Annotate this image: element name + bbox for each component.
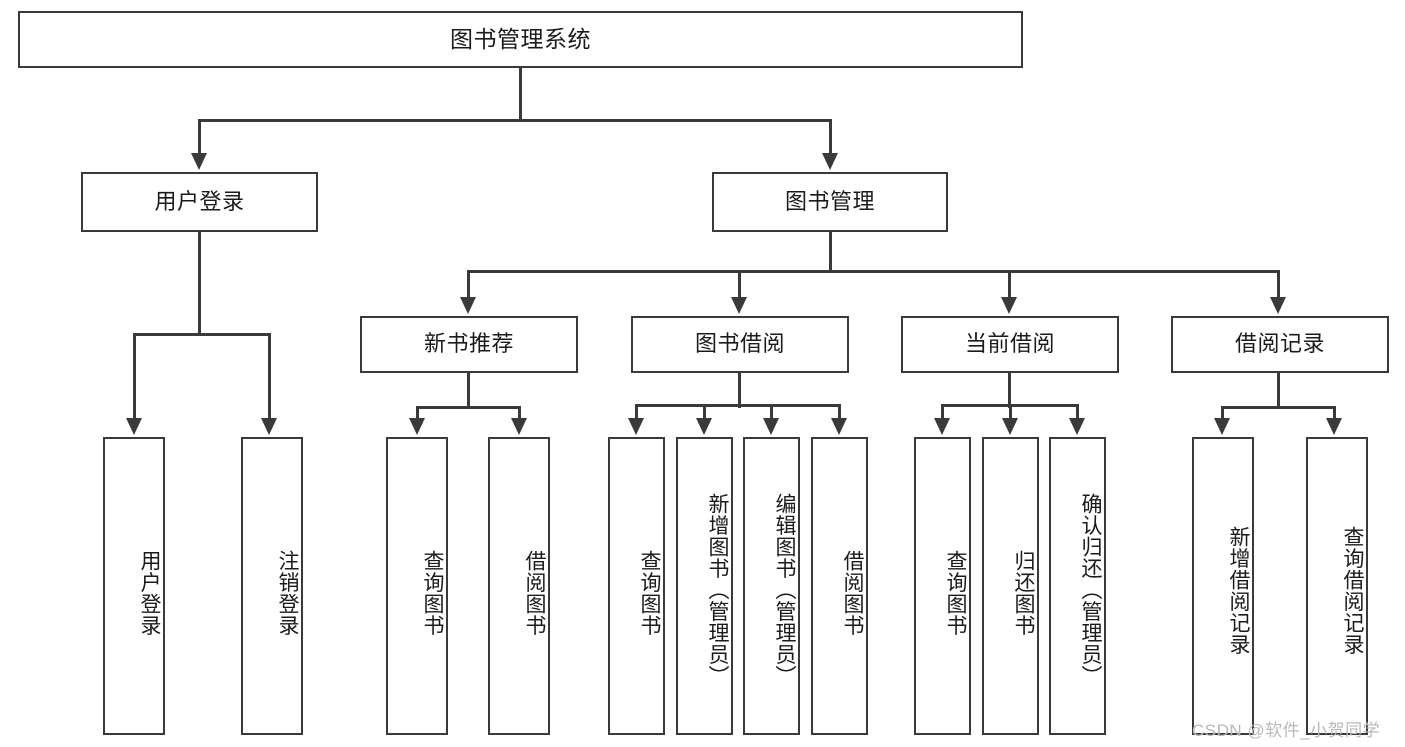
node-user-login[interactable]: 用户登录	[81, 172, 318, 232]
edge-user-login-bus	[133, 333, 270, 336]
csdn-watermark: CSDN @软件_小贺同学	[1192, 721, 1381, 740]
edge-book-borrow-c1	[635, 404, 638, 420]
arrow-leaf-query-book-2	[628, 418, 644, 435]
leaf-add-book-admin[interactable]: 新增图书（管理员）	[676, 437, 733, 735]
edge-borrow-record-bus	[1221, 406, 1336, 409]
arrow-to-user-login	[191, 153, 207, 170]
edge-new-book-rec-c2	[518, 406, 521, 420]
node-root-system[interactable]: 图书管理系统	[18, 11, 1023, 68]
edge-current-borrow-c3	[1076, 404, 1079, 420]
arrow-leaf-add-book-admin	[696, 418, 712, 435]
leaf-return-book-label: 归还图书	[1012, 550, 1035, 636]
leaf-borrow-book-1-label: 借阅图书	[523, 550, 546, 636]
leaf-return-book[interactable]: 归还图书	[982, 437, 1039, 735]
node-user-login-label: 用户登录	[154, 188, 245, 214]
arrow-leaf-return-book	[1002, 418, 1018, 435]
edge-book-manage-stem	[829, 232, 832, 272]
arrow-leaf-borrow-book-1	[511, 418, 527, 435]
leaf-user-login[interactable]: 用户登录	[103, 437, 165, 735]
edge-root-stem	[519, 68, 522, 121]
leaf-query-record-label: 查询借阅记录	[1341, 525, 1364, 655]
leaf-user-login-label: 用户登录	[138, 550, 161, 636]
arrow-to-new-book-rec	[460, 297, 476, 314]
leaf-query-book-2-label: 查询图书	[638, 550, 661, 636]
arrow-to-book-borrow	[731, 297, 747, 314]
edge-current-borrow-stem	[1008, 373, 1011, 408]
arrow-leaf-add-record	[1214, 418, 1230, 435]
leaf-logout[interactable]: 注销登录	[241, 437, 303, 735]
edge-to-book-manage	[829, 119, 832, 155]
node-book-manage[interactable]: 图书管理	[712, 172, 948, 232]
node-new-book-rec[interactable]: 新书推荐	[360, 316, 578, 373]
edge-level3-bus	[467, 270, 1280, 273]
edge-current-borrow-c2	[1009, 404, 1012, 420]
edge-new-book-rec-stem	[467, 373, 470, 408]
node-current-borrow-label: 当前借阅	[964, 331, 1055, 357]
edge-user-login-stem	[198, 232, 201, 335]
leaf-query-book-3-label: 查询图书	[944, 550, 967, 636]
edge-borrow-record-stem	[1277, 373, 1280, 408]
edge-current-borrow-c1	[941, 404, 944, 420]
node-borrow-record-label: 借阅记录	[1234, 331, 1325, 357]
node-new-book-rec-label: 新书推荐	[423, 331, 514, 357]
edge-to-current-borrow	[1008, 270, 1011, 299]
arrow-leaf-query-book-1	[409, 418, 425, 435]
leaf-add-record-label: 新增借阅记录	[1227, 525, 1250, 655]
arrow-leaf-borrow-book-2	[831, 418, 847, 435]
arrow-leaf-edit-book-admin	[763, 418, 779, 435]
node-current-borrow[interactable]: 当前借阅	[901, 316, 1119, 373]
leaf-confirm-return-admin-label: 确认归还（管理员）	[1079, 493, 1102, 687]
leaf-confirm-return-admin[interactable]: 确认归还（管理员）	[1049, 437, 1106, 735]
node-book-borrow-label: 图书借阅	[694, 331, 785, 357]
edge-book-borrow-stem	[738, 373, 741, 408]
node-book-manage-label: 图书管理	[784, 188, 875, 214]
arrow-to-current-borrow	[1001, 297, 1017, 314]
leaf-query-book-3[interactable]: 查询图书	[914, 437, 971, 735]
arrow-leaf-logout	[261, 418, 277, 435]
edge-level2-bus	[198, 119, 832, 122]
leaf-add-record[interactable]: 新增借阅记录	[1192, 437, 1254, 735]
leaf-borrow-book-2[interactable]: 借阅图书	[811, 437, 868, 735]
leaf-borrow-book-1[interactable]: 借阅图书	[488, 437, 550, 735]
node-root-system-label: 图书管理系统	[450, 25, 591, 52]
arrow-leaf-query-record	[1326, 418, 1342, 435]
edge-to-borrow-record	[1277, 270, 1280, 299]
arrow-leaf-confirm-return-admin	[1069, 418, 1085, 435]
edge-book-borrow-c4	[838, 404, 841, 420]
edge-to-book-borrow	[738, 270, 741, 299]
edge-new-book-rec-c1	[416, 406, 419, 420]
leaf-add-book-admin-label: 新增图书（管理员）	[706, 493, 729, 687]
leaf-borrow-book-2-label: 借阅图书	[841, 550, 864, 636]
leaf-edit-book-admin-label: 编辑图书（管理员）	[773, 493, 796, 687]
edge-borrow-record-c1	[1221, 406, 1224, 420]
leaf-query-book-2[interactable]: 查询图书	[608, 437, 665, 735]
edge-user-login-child1	[133, 333, 136, 420]
leaf-query-book-1-label: 查询图书	[421, 550, 444, 636]
leaf-query-book-1[interactable]: 查询图书	[386, 437, 448, 735]
edge-borrow-record-c2	[1333, 406, 1336, 420]
node-book-borrow[interactable]: 图书借阅	[631, 316, 849, 373]
leaf-logout-label: 注销登录	[276, 550, 299, 636]
leaf-query-record[interactable]: 查询借阅记录	[1306, 437, 1368, 735]
edge-book-borrow-c2	[703, 404, 706, 420]
arrow-to-book-manage	[822, 153, 838, 170]
edge-user-login-child2	[268, 333, 271, 420]
edge-to-new-book-rec	[467, 270, 470, 299]
edge-book-borrow-c3	[770, 404, 773, 420]
leaf-edit-book-admin[interactable]: 编辑图书（管理员）	[743, 437, 800, 735]
node-borrow-record[interactable]: 借阅记录	[1171, 316, 1389, 373]
edge-book-borrow-bus	[635, 404, 841, 407]
arrow-leaf-user-login	[126, 418, 142, 435]
edge-new-book-rec-bus	[416, 406, 521, 409]
edge-to-user-login	[198, 119, 201, 155]
arrow-leaf-query-book-3	[934, 418, 950, 435]
arrow-to-borrow-record	[1270, 297, 1286, 314]
